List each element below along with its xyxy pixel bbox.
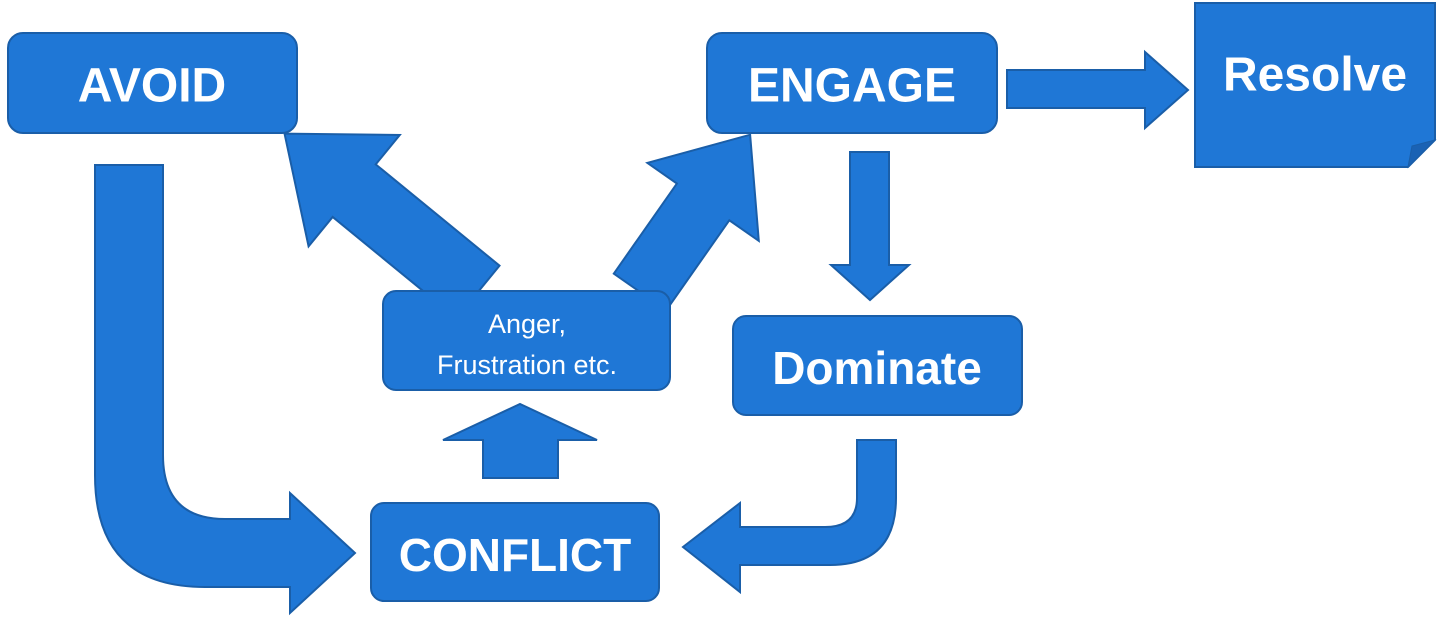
arrow-conflict-to-emotion <box>442 402 598 479</box>
node-dominate: Dominate <box>732 315 1023 416</box>
arrow-emotion-to-avoid <box>283 132 501 320</box>
dominate-label: Dominate <box>772 342 982 394</box>
node-avoid: AVOID <box>7 32 298 134</box>
resolve-label: Resolve <box>1223 49 1407 102</box>
node-resolve: Resolve <box>1194 2 1437 169</box>
arrow-emotion-to-engage <box>612 133 760 312</box>
emotion-label-line1: Anger, <box>488 309 566 339</box>
node-conflict: CONFLICT <box>370 502 660 602</box>
emotion-label-line2: Frustration etc. <box>437 350 617 380</box>
arrow-engage-to-dominate <box>828 151 912 302</box>
node-emotion: Anger, Frustration etc. <box>382 290 671 391</box>
arrow-avoid-to-conflict <box>94 164 357 616</box>
arrow-engage-to-resolve <box>1006 49 1190 131</box>
arrow-dominate-to-conflict <box>681 439 897 595</box>
engage-label: ENGAGE <box>748 60 956 113</box>
avoid-label: AVOID <box>78 60 226 113</box>
conflict-label: CONFLICT <box>399 529 632 581</box>
node-engage: ENGAGE <box>706 32 998 134</box>
